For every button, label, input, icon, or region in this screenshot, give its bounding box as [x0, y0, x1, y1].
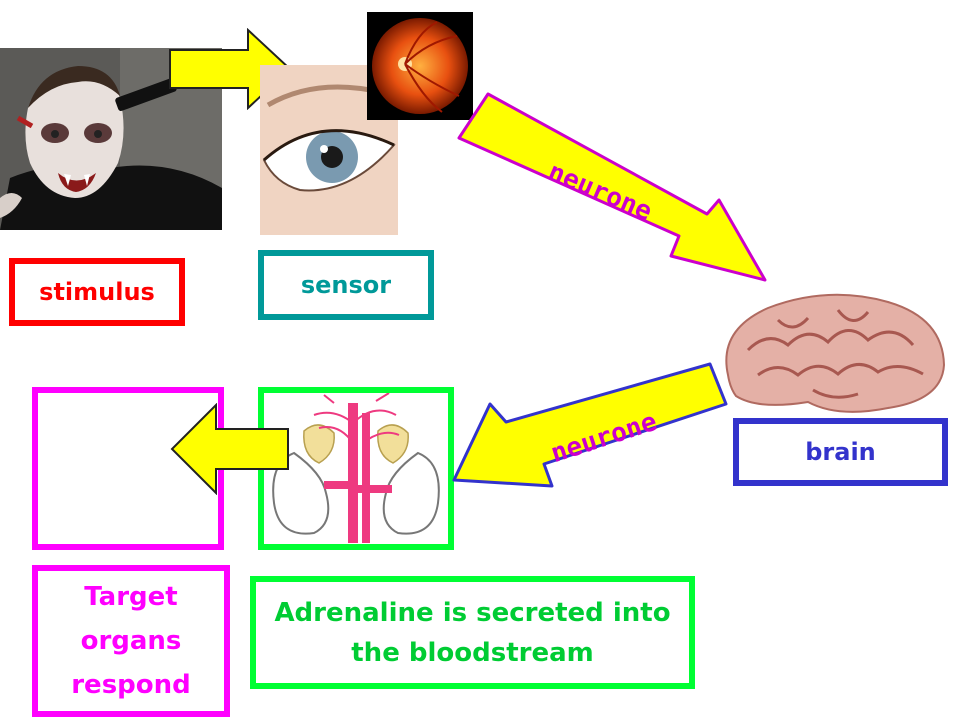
- brain-label-box: brain: [733, 418, 948, 486]
- arrow-left-yellow: [170, 403, 290, 495]
- brain-photo: [718, 290, 950, 418]
- stimulus-label-box: stimulus: [9, 258, 185, 326]
- adrenaline-label: Adrenaline is secreted into the bloodstr…: [274, 597, 671, 668]
- neurone-arrow-top: [455, 90, 770, 295]
- adrenal-glands-box: [258, 387, 454, 550]
- stimulus-label: stimulus: [39, 278, 155, 306]
- retina-photo: [367, 12, 473, 120]
- sensor-label-box: sensor: [258, 250, 434, 320]
- target-label: Target organs respond: [71, 582, 191, 700]
- sensor-label: sensor: [300, 271, 392, 299]
- adrenal-glands-kidneys-drawing: [272, 393, 440, 543]
- adrenaline-label-box: Adrenaline is secreted into the bloodstr…: [250, 576, 695, 689]
- target-label-box: Target organs respond: [32, 565, 230, 717]
- brain-label: brain: [805, 438, 876, 466]
- neurone-arrow-bottom: [448, 360, 730, 512]
